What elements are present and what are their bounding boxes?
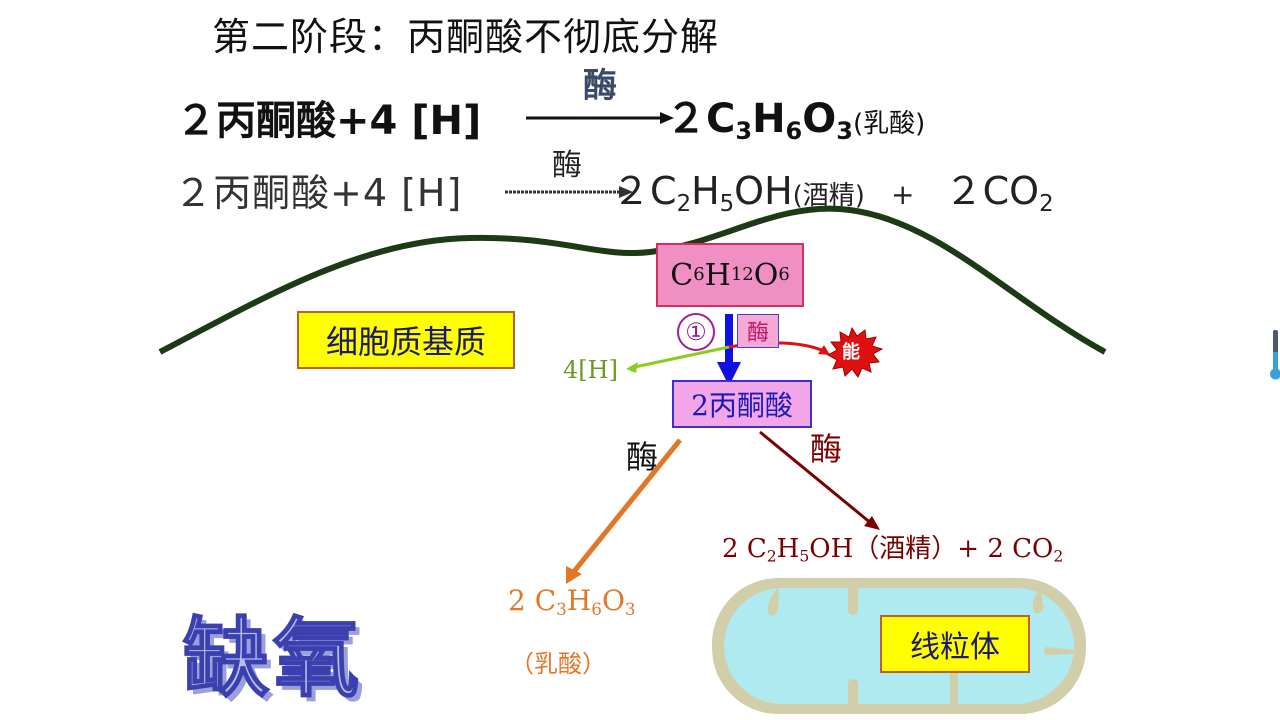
lactic-product-name: （乳酸） xyxy=(510,650,606,678)
element-c: C xyxy=(706,96,736,142)
subscript: 6 xyxy=(591,599,602,620)
alcohol-equation-arrow-icon xyxy=(505,186,633,198)
lactic-equation-reactants: ２丙酮酸+4 [H] xyxy=(176,98,482,144)
energy-starburst-icon xyxy=(826,326,884,378)
lactic-product: 2 C3H6O3 xyxy=(508,584,636,617)
element-h: H xyxy=(776,534,800,564)
energy-label: 能 xyxy=(842,342,860,363)
anoxia-label: 缺氧 xyxy=(182,608,363,710)
alcohol-arrow-icon xyxy=(759,430,880,530)
alcohol-equation-reactants: ２丙酮酸+4 [H] xyxy=(174,171,463,215)
element-o: O xyxy=(802,96,837,142)
hydrogen-arrow-icon xyxy=(626,345,730,373)
subscript: 2 xyxy=(766,547,777,566)
co2-coefficient: ２ xyxy=(944,169,983,213)
lactic-equation-enzyme: 酶 xyxy=(583,66,617,106)
cell-membrane-curve xyxy=(158,205,1107,355)
mitochondrion-label: 线粒体 xyxy=(880,615,1030,673)
step-number-badge: ① xyxy=(677,313,715,351)
alcohol-equation-enzyme: 酶 xyxy=(552,148,582,183)
alcohol-equation-product: ２C2H5OH(酒精) + ２CO2 xyxy=(612,160,1054,215)
product-name: (乳酸) xyxy=(852,109,926,139)
element-o: O xyxy=(753,257,779,293)
cytoplasm-label: 细胞质基质 xyxy=(297,311,515,369)
thermometer-icon xyxy=(1270,330,1280,380)
step-number: ① xyxy=(685,318,707,346)
alcohol-enzyme-label: 酶 xyxy=(810,430,843,468)
product-coefficient: ２ xyxy=(666,96,706,142)
co2-formula: CO xyxy=(982,169,1040,213)
subscript: 3 xyxy=(624,599,636,620)
slide-title: 第二阶段：丙酮酸不彻底分解 xyxy=(212,15,720,59)
glycolysis-arrow-icon xyxy=(717,314,741,386)
subscript: 2 xyxy=(1053,547,1064,566)
lactic-equation-product: ２C3H6O3(乳酸) xyxy=(666,86,925,144)
plus-sign: + xyxy=(891,178,915,211)
subscript: 3 xyxy=(735,117,753,146)
subscript: 5 xyxy=(719,190,735,217)
element-h: H xyxy=(566,584,592,617)
hydrogen-output-label: 4[H] xyxy=(563,356,618,384)
element-c: C xyxy=(746,534,767,564)
hydroxyl: OH xyxy=(734,169,793,213)
element-c: C xyxy=(534,584,557,617)
product-coefficient: 2 xyxy=(508,584,535,617)
subscript: 2 xyxy=(1039,190,1054,217)
step-enzyme-box: 酶 xyxy=(737,314,779,348)
co2-formula: + 2 CO xyxy=(957,534,1054,564)
element-c: C xyxy=(650,169,677,213)
lactic-equation-arrow-icon xyxy=(526,112,674,124)
subscript: 3 xyxy=(836,117,853,146)
element-h: H xyxy=(704,257,731,293)
element-o: O xyxy=(601,584,625,617)
product-coefficient: ２ xyxy=(612,169,651,213)
subscript: 6 xyxy=(785,117,803,146)
element-h: H xyxy=(752,96,786,142)
product-name: （酒精） xyxy=(853,534,958,564)
hydroxyl: OH xyxy=(809,534,854,564)
element-h: H xyxy=(691,169,720,213)
subscript: 3 xyxy=(556,599,567,620)
lactic-enzyme-label: 酶 xyxy=(626,438,659,476)
subscript: 5 xyxy=(799,547,810,566)
element-c: C xyxy=(670,257,694,293)
alcohol-product: 2 C2H5OH（酒精）+ 2 CO2 xyxy=(722,528,1063,565)
subscript: 2 xyxy=(676,190,692,217)
pyruvate-box: 2丙酮酸 xyxy=(672,380,812,428)
product-coefficient: 2 xyxy=(722,534,747,564)
lactic-arrow-icon xyxy=(566,438,682,584)
